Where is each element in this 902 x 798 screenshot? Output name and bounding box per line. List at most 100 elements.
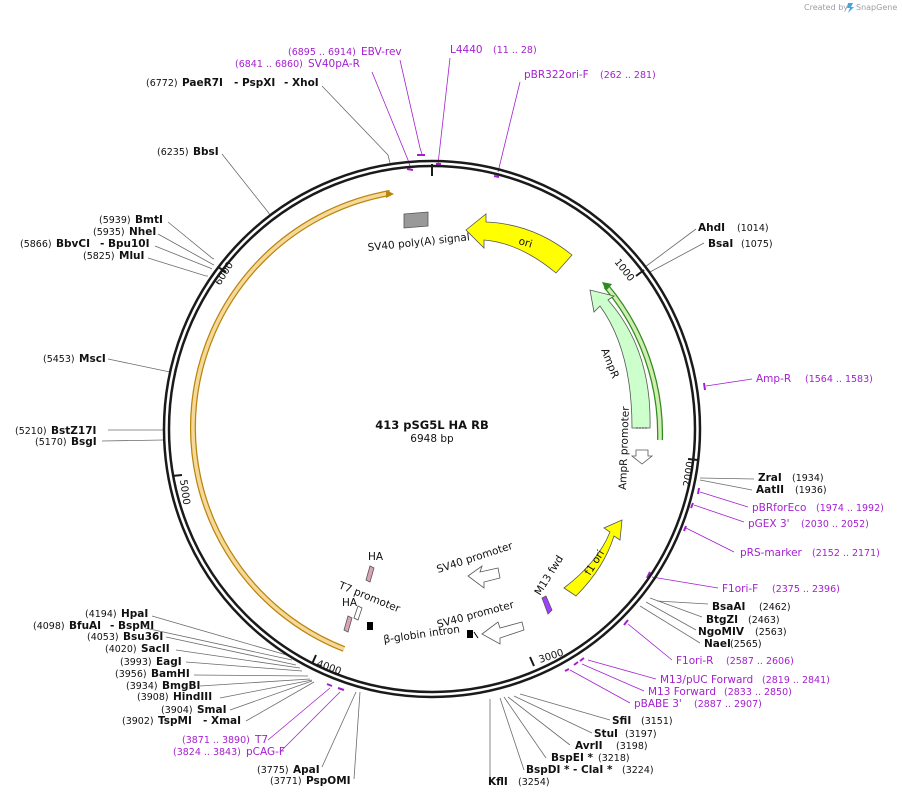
feature-f1-ori[interactable] (563, 519, 623, 597)
enzyme-pos-ahdi: (1014) (737, 223, 769, 234)
enzyme-apai[interactable]: ApaI (293, 764, 320, 776)
enzyme-bspdi[interactable]: BspDI * (526, 764, 570, 776)
primer-pos-f1ori-f: (2375 .. 2396) (772, 584, 840, 595)
enzyme-bsgi[interactable]: BsgI (71, 436, 97, 448)
enzyme-ngomiv[interactable]: NgoMIV (698, 626, 745, 638)
enzyme-eagi[interactable]: EagI (156, 656, 182, 668)
primer-pcag-f[interactable]: pCAG-F (246, 746, 285, 758)
enzyme-smai[interactable]: SmaI (197, 704, 227, 716)
enzyme-leader-lines (101, 85, 755, 780)
enzyme-pos-pspomi: (3771) (270, 776, 302, 787)
primer-f1ori-r[interactable]: F1ori-R (676, 655, 713, 667)
enzyme-bmti[interactable]: BmtI (135, 214, 163, 226)
primer-pos-amp-r: (1564 .. 1583) (805, 374, 873, 385)
feature-ha-2[interactable] (343, 615, 353, 633)
enzyme-sep: - (203, 715, 207, 727)
enzyme-pos-hpai: (4194) (85, 609, 117, 620)
primer-l4440[interactable]: L4440 (450, 44, 483, 56)
enzyme-sacii[interactable]: SacII (141, 643, 170, 655)
feature-ha-1[interactable] (365, 565, 375, 583)
enzyme-pos-bstz17i: (5210) (15, 426, 47, 437)
enzyme-bamhi[interactable]: BamHI (151, 668, 190, 680)
enzyme-bsai[interactable]: BsaI (708, 238, 733, 250)
enzyme-bbvci[interactable]: BbvCI (56, 238, 90, 250)
enzyme-kfli[interactable]: KflI (488, 776, 508, 788)
primer-pos-m13-forward: (2833 .. 2850) (724, 687, 792, 698)
primer-pos-pbrforeco: (1974 .. 1992) (816, 503, 884, 514)
enzyme-pos-apai: (3775) (257, 765, 289, 776)
primer-pbabe-3[interactable]: pBABE 3' (634, 698, 682, 710)
enzyme-pspxi[interactable]: PspXI (242, 77, 275, 89)
enzyme-hindiii[interactable]: HindIII (173, 691, 212, 703)
enzyme-stui[interactable]: StuI (594, 728, 618, 740)
enzyme-clai[interactable]: ClaI * (581, 764, 613, 776)
enzyme-bfuai[interactable]: BfuAI (69, 620, 101, 632)
enzyme-avrii[interactable]: AvrII (575, 740, 603, 752)
enzyme-pos-bsaai: (2462) (759, 602, 791, 613)
enzyme-xhoi[interactable]: XhoI (292, 77, 319, 89)
enzyme-nhei[interactable]: NheI (129, 226, 156, 238)
enzyme-bstz17i[interactable]: BstZ17I (51, 425, 96, 437)
feature-ampr[interactable] (589, 289, 651, 429)
feature-label-ha-1: HA (368, 551, 384, 563)
feature-t7-promoter[interactable] (353, 605, 363, 621)
enzyme-pos-zrai: (1934) (792, 473, 824, 484)
primer-m13-forward[interactable]: M13 Forward (648, 686, 716, 698)
enzyme-pos-bsu36i: (4053) (87, 632, 119, 643)
feature-m13-fwd[interactable] (541, 595, 553, 615)
primer-pgex-3[interactable]: pGEX 3' (748, 518, 790, 530)
primer-pos-t7: (3871 .. 3890) (182, 735, 250, 746)
primer-ebv-rev[interactable]: EBV-rev (361, 46, 402, 58)
primer-pbrforeco[interactable]: pBRforEco (752, 502, 806, 514)
feature-sv40-promoter-1[interactable] (467, 564, 501, 589)
enzyme-msci[interactable]: MscI (79, 353, 106, 365)
primer-prs-marker[interactable]: pRS-marker (740, 547, 803, 559)
enzyme-ahdi[interactable]: AhdI (698, 222, 725, 234)
primer-pbr322ori-f[interactable]: pBR322ori-F (524, 69, 589, 81)
feature-sv40-polya[interactable] (403, 211, 429, 229)
tick-label-1000: 1000 (612, 257, 636, 284)
primer-sv40pa-r[interactable]: SV40pA-R (308, 58, 360, 70)
enzyme-mlui[interactable]: MluI (119, 250, 144, 262)
enzyme-sfii[interactable]: SfiI (612, 715, 631, 727)
enzyme-pos-btgzi: (2463) (748, 615, 780, 626)
enzyme-tspmi[interactable]: TspMI (158, 715, 192, 727)
enzyme-bbsi[interactable]: BbsI (193, 146, 219, 158)
enzyme-naei[interactable]: NaeI (704, 638, 731, 650)
plasmid-size: 6948 bp (410, 433, 454, 445)
primer-f1ori-f[interactable]: F1ori-F (722, 583, 758, 595)
enzyme-sep: - (573, 764, 577, 776)
enzyme-bsaai[interactable]: BsaAI (712, 601, 745, 613)
primer-leader-lines (267, 57, 753, 753)
primer-pos-pcag-f: (3824 .. 3843) (173, 747, 241, 758)
enzyme-bpu10i[interactable]: Bpu10I (108, 238, 150, 250)
enzyme-bsu36i[interactable]: Bsu36I (123, 631, 163, 643)
enzyme-zrai[interactable]: ZraI (758, 472, 782, 484)
primer-t7[interactable]: T7 (254, 734, 268, 746)
enzyme-aatii[interactable]: AatII (756, 484, 784, 496)
enzyme-bspei[interactable]: BspEI * (551, 752, 594, 764)
enzyme-pspomi[interactable]: PspOMI (306, 775, 351, 787)
enzyme-pos-naei: (2565) (730, 639, 762, 650)
enzyme-bspmi[interactable]: BspMI (118, 620, 154, 632)
enzyme-bmgbi[interactable]: BmgBI (162, 680, 200, 692)
enzyme-xmai[interactable]: XmaI (211, 715, 241, 727)
feature-label-ampr-promoter: AmpR promoter (617, 406, 632, 490)
enzyme-pos-bmti: (5939) (99, 215, 131, 226)
enzyme-hpai[interactable]: HpaI (121, 608, 148, 620)
primer-amp-r[interactable]: Amp-R (756, 373, 791, 385)
enzyme-pos-eagi: (3993) (120, 657, 152, 668)
enzyme-pos-tspmi: (3902) (122, 716, 154, 727)
feature-ampr-promoter[interactable] (630, 449, 654, 465)
feature-label-sv40-polya: SV40 poly(A) signal (367, 231, 470, 254)
feature-sv40-promoter-2[interactable] (481, 621, 525, 645)
enzyme-btgzi[interactable]: BtgZI (706, 614, 738, 626)
enzyme-paer7i[interactable]: PaeR7I (182, 77, 223, 89)
enzyme-sep: - (100, 238, 104, 250)
feature-ori[interactable] (465, 213, 573, 274)
primer-m13-puc-forward[interactable]: M13/pUC Forward (660, 674, 753, 686)
enzyme-pos-ngomiv: (2563) (755, 627, 787, 638)
feature-beta-globin-intron[interactable] (367, 622, 479, 639)
enzyme-pos-bamhi: (3956) (115, 669, 147, 680)
